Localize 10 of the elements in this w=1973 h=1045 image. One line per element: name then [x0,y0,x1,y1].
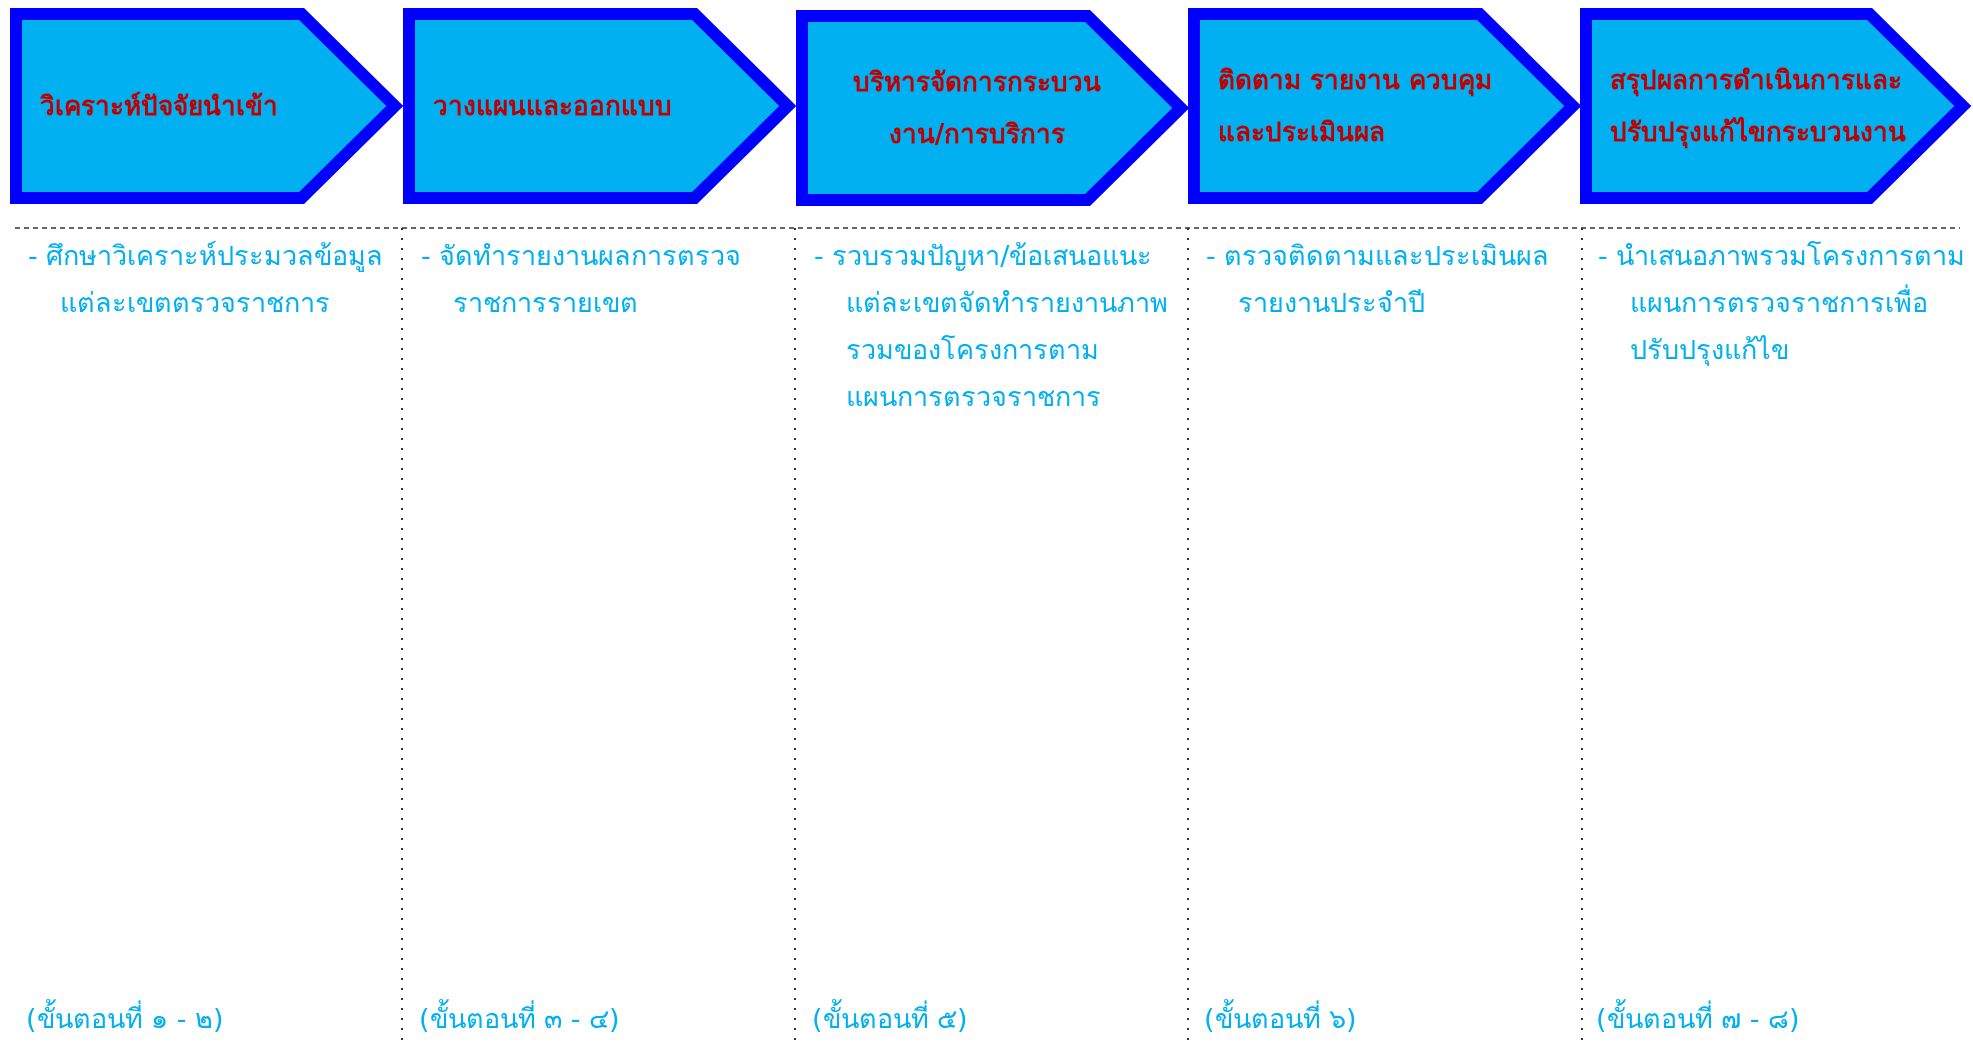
step-description: - นำเสนอภาพรวมโครงการตามแผนการตรวจราชการเพื่อปรับปรุงแก้ไข [1598,239,1967,368]
step-description: - จัดทำรายงานผลการตรวจราชการรายเขต [421,239,743,320]
step-title: วิเคราะห์ปัจจัยนำเข้า [40,90,278,123]
step-title: วางแผนและออกแบบ [433,90,672,123]
step-description: - รวบรวมปัญหา/ข้อเสนอแนะแต่ละเขตจัดทำรายงานภาพรวมของโครงการตามแผนการตรวจราชการ [814,239,1169,414]
step-title: ติดตาม รายงาน ควบคุม และประเมินผล [1218,64,1494,149]
step-description: - ศึกษาวิเคราะห์ประมวลข้อมูลแต่ละเขตตรวจราชการ [28,239,385,320]
step-description: - ตรวจติดตามและประเมินผลรายงานประจำปี [1206,239,1551,320]
step-title: บริหารจัดการกระบวนงาน/การบริการ [852,66,1102,151]
step-title: สรุปผลการดำเนินการและปรับปรุงแก้ไขกระบวนงาน [1610,64,1907,151]
